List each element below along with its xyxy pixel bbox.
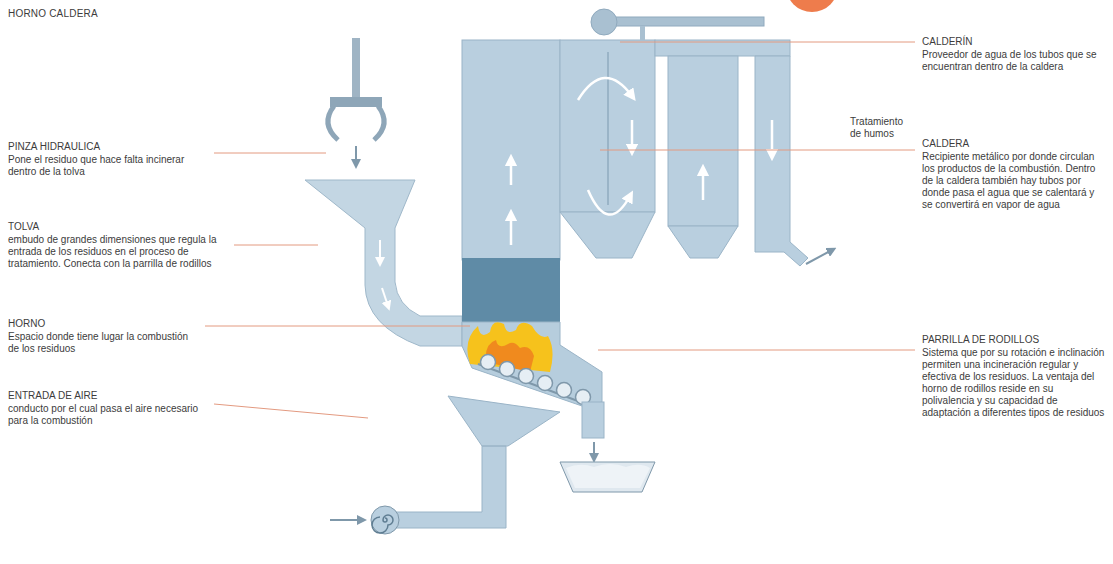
callout-heading: ENTRADA DE AIRE (8, 390, 208, 402)
grate-rollers (481, 355, 591, 405)
callout-heading: HORNO (8, 318, 198, 330)
ash-tray (560, 462, 655, 492)
callout-heading: TOLVA (8, 221, 228, 233)
callout-heading: PINZA HIDRAULICA (8, 141, 208, 153)
callout-heading: CALDERA (922, 138, 1105, 150)
furnace (462, 322, 602, 406)
air-duct (396, 396, 560, 528)
leader-lines (205, 42, 915, 418)
callout-text: Proveedor de agua de los tubos que se en… (922, 49, 1105, 73)
callout-heading: PARRILLA DE RODILLOS (922, 334, 1105, 346)
callout-text: Pone el residuo que hace falta incinerar… (8, 154, 208, 178)
callout-text: Recipiente metálico por donde circulan l… (922, 151, 1105, 211)
flow-label: Tratamiento de humos (850, 116, 912, 140)
fan (371, 506, 399, 534)
diagram-title: HORNO CALDERA (8, 8, 98, 20)
callout-text: Sistema que por su rotación e inclinació… (922, 347, 1105, 419)
boiler (462, 40, 808, 266)
callout-heading: CALDERÍN (922, 36, 1105, 48)
callout-text: Espacio donde tiene lugar la combustión … (8, 331, 198, 355)
hopper (305, 180, 462, 346)
hydraulic-claw (328, 38, 384, 164)
furnace-chamber (462, 258, 560, 322)
callout-text: embudo de grandes dimensiones que regula… (8, 234, 228, 270)
ash-outlet (582, 402, 604, 438)
callout-text: conducto por el cual pasa el aire necesa… (8, 403, 208, 427)
corner-badge (786, 0, 838, 12)
steam-drum (591, 9, 764, 40)
